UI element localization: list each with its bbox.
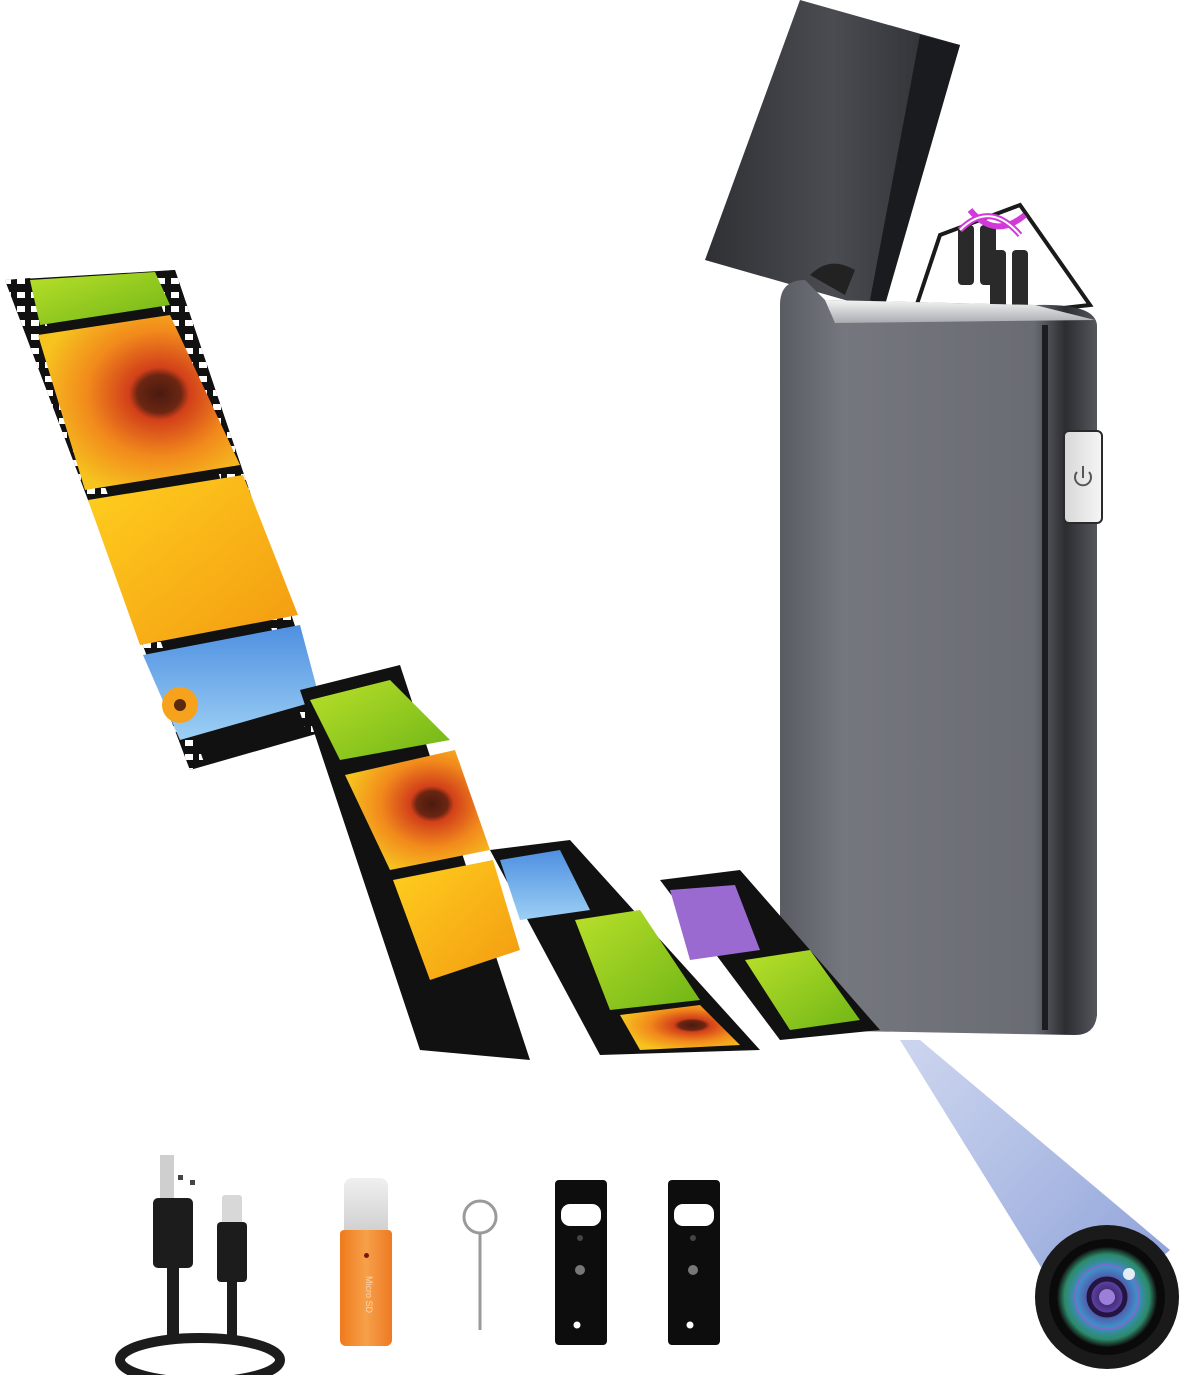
film-strip [0, 260, 880, 1060]
card-reader-label: Micro SD [364, 1276, 374, 1314]
sim-eject-pin [455, 1195, 505, 1335]
usb-c-cable [115, 1150, 285, 1375]
power-button[interactable] [1063, 430, 1103, 524]
lighter-lid [690, 0, 980, 330]
power-icon [1074, 466, 1092, 487]
micro-sd-card-reader: Micro SD [340, 1178, 392, 1346]
camera-lens [1032, 1222, 1182, 1372]
lighter-body [775, 275, 1105, 1045]
magnetic-mount-plate-2 [668, 1180, 723, 1348]
arc-electrodes [900, 195, 1100, 335]
magnetic-mount-plate-1 [555, 1180, 610, 1348]
